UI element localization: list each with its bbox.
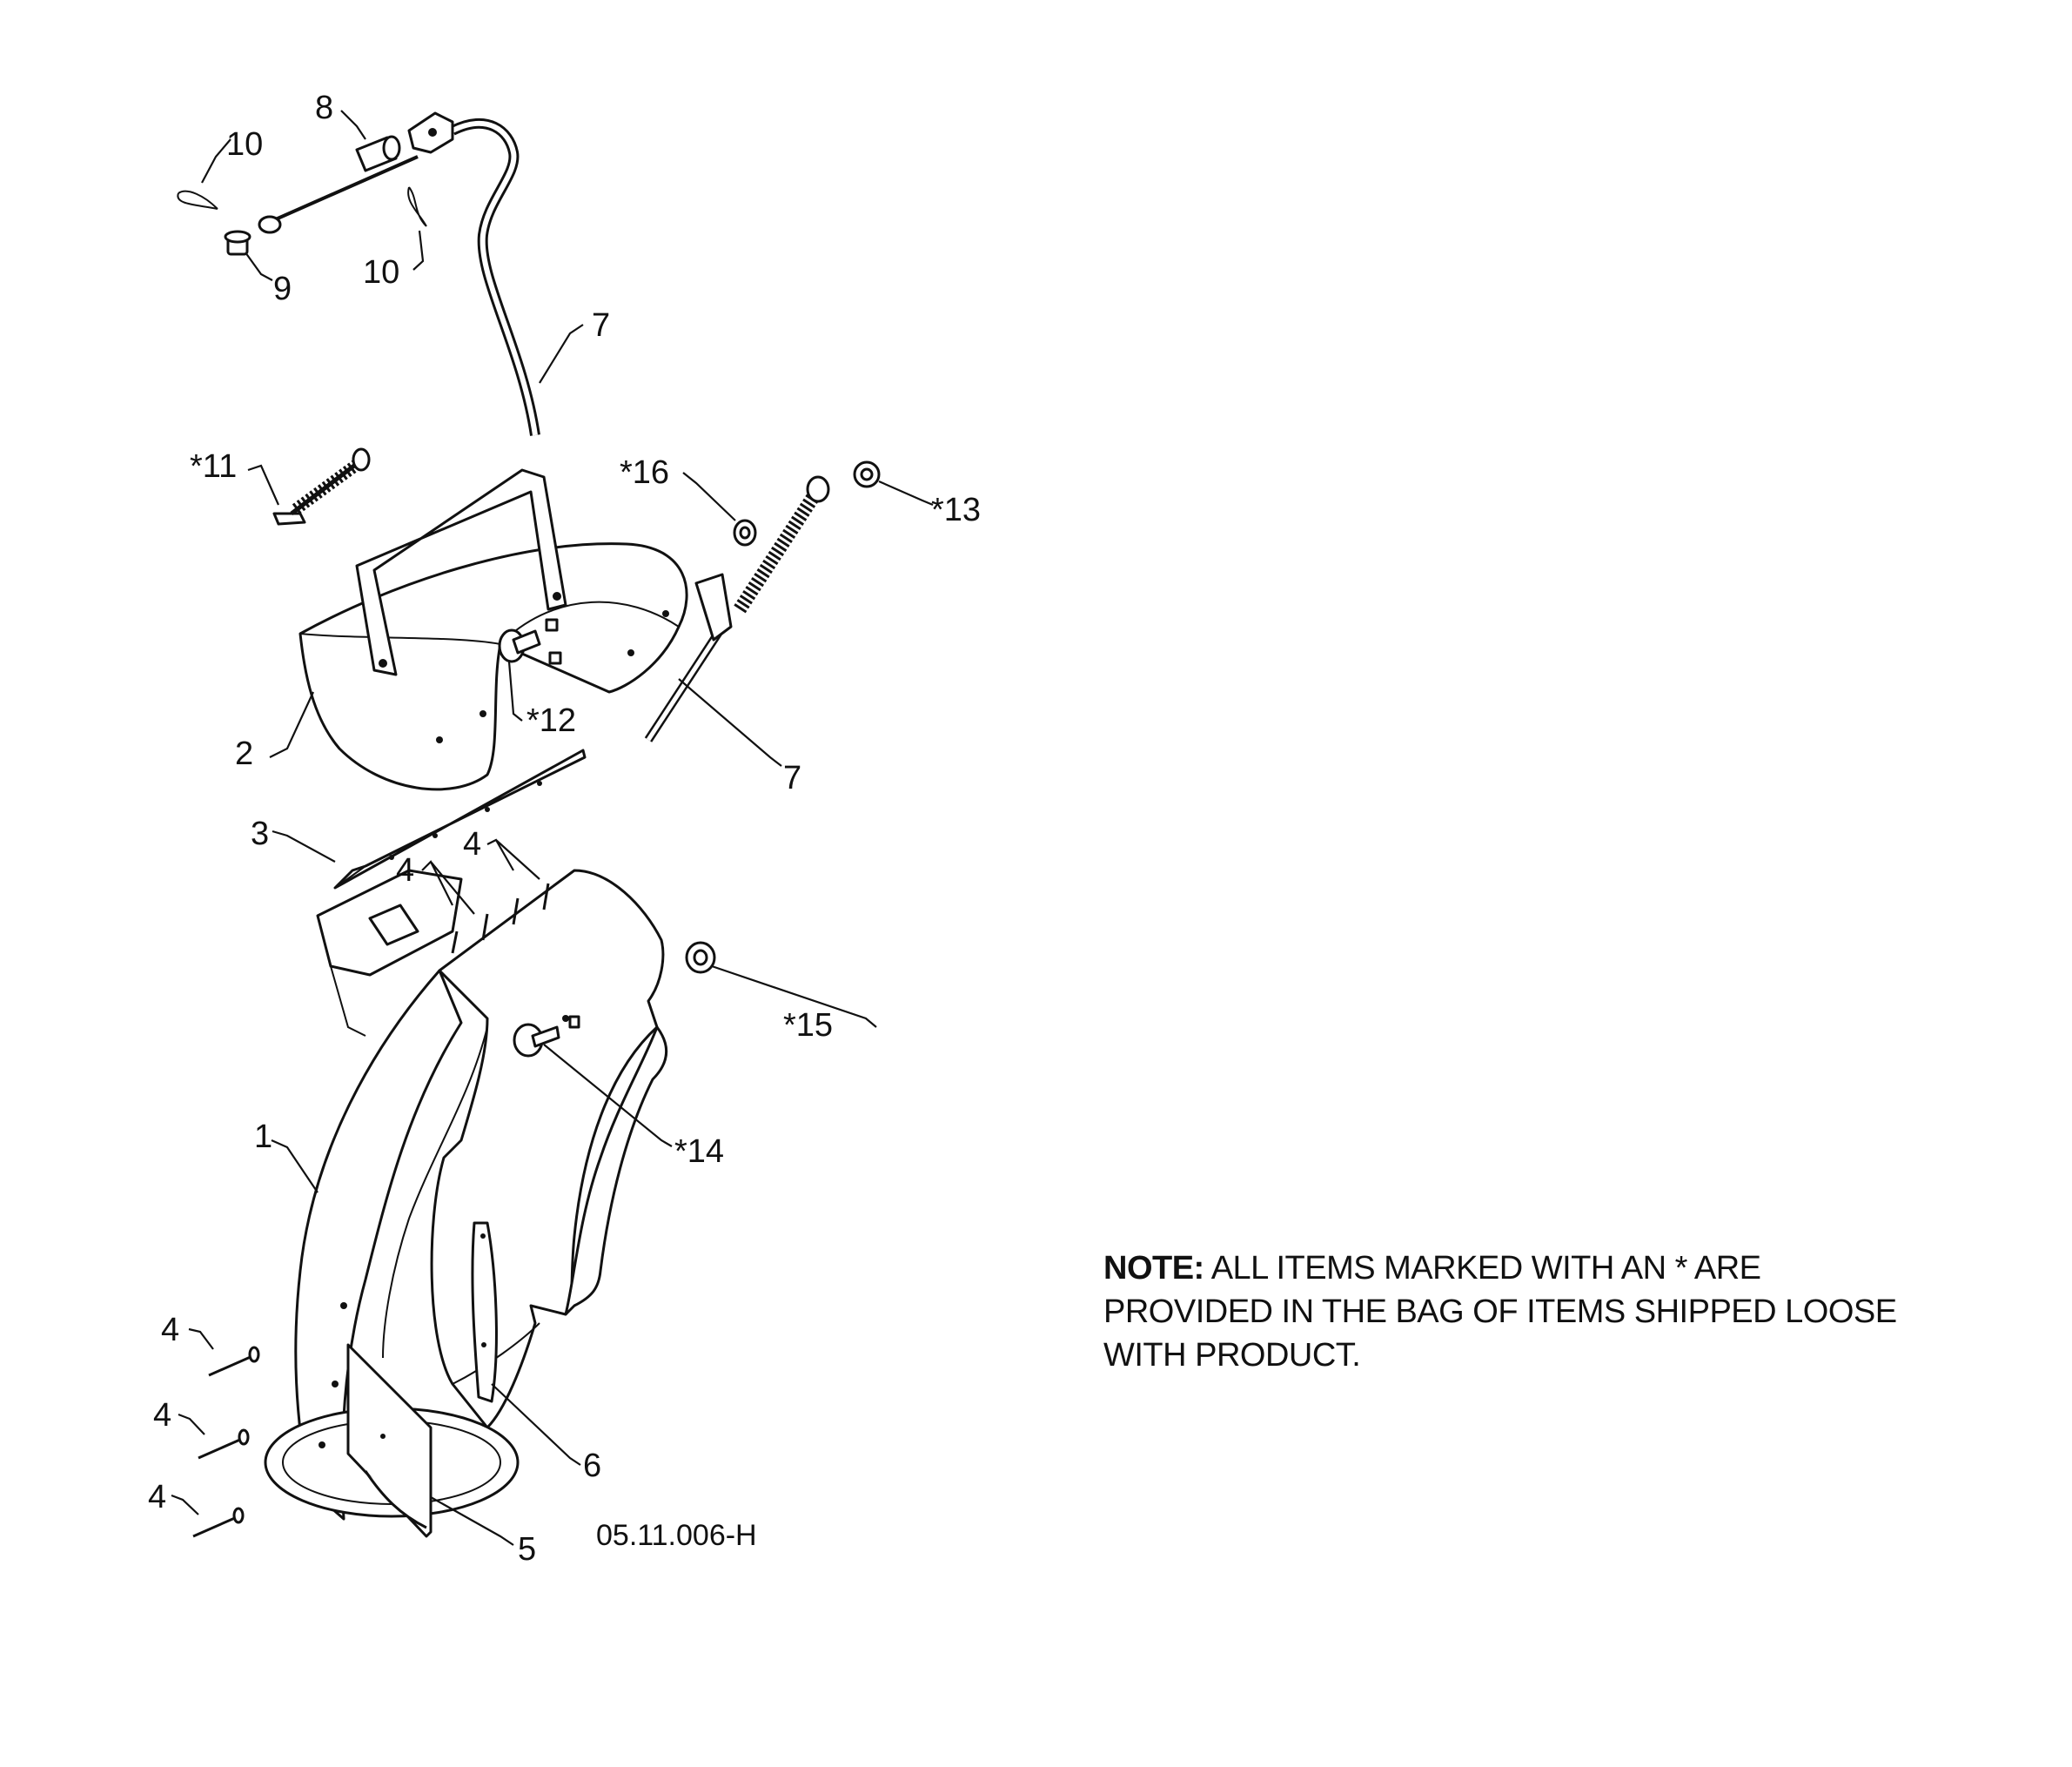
rod-end-eye: [258, 215, 282, 234]
callout-4-mid-left: 4: [396, 852, 414, 889]
note-text-1: ALL ITEMS MARKED WITH AN * ARE: [1210, 1250, 1761, 1287]
chute-body-1: [264, 869, 668, 1521]
bushing-9: [224, 230, 251, 256]
rivet-4-b: [198, 1428, 250, 1460]
rivet-4-c: [192, 1507, 245, 1538]
callout-12: *12: [526, 702, 576, 739]
callout-8: 8: [315, 90, 333, 126]
callout-4-low-b: 4: [153, 1397, 171, 1434]
plate-3: [333, 749, 587, 890]
nut-13: [853, 460, 881, 488]
hairpin-clip-right: [407, 186, 427, 227]
nut-15: [685, 941, 716, 974]
bracket-hole: [428, 128, 437, 137]
callout-3: 3: [251, 816, 269, 852]
hairpin-clip-left: [177, 190, 218, 210]
callout-labels: 8 10 9 10 7 *11 *16 *13 2 *12 7 3 4 4 *1…: [148, 90, 981, 1568]
callout-1: 1: [254, 1119, 272, 1155]
deflector-2: [298, 468, 688, 791]
callout-4-mid-right: 4: [463, 826, 481, 863]
callout-9: 9: [273, 271, 292, 307]
callout-4-low-c: 4: [148, 1479, 166, 1515]
callout-2: 2: [235, 736, 253, 772]
callout-6: 6: [583, 1448, 601, 1484]
leader-lines: [171, 110, 934, 1546]
plate-5: [346, 1343, 433, 1538]
callout-11: *11: [190, 448, 237, 485]
note-label: NOTE:: [1103, 1250, 1204, 1287]
spring-11: [272, 447, 371, 526]
callout-16: *16: [620, 454, 669, 491]
callout-14: *14: [674, 1133, 724, 1170]
pin-12: [512, 629, 541, 655]
callout-7-lower: 7: [783, 760, 801, 796]
note-block: NOTE: ALL ITEMS MARKED WITH AN * ARE PRO…: [1103, 1246, 1974, 1377]
washer-16: [733, 519, 757, 547]
callout-5: 5: [518, 1531, 536, 1568]
linkage-rod: [269, 155, 419, 224]
note-line-2: PROVIDED IN THE BAG OF ITEMS SHIPPED LOO…: [1103, 1293, 1897, 1330]
drawing-number: 05.11.006-H: [596, 1519, 757, 1552]
callout-4-low-a: 4: [161, 1312, 179, 1348]
strip-6: [471, 1221, 498, 1403]
callout-7-top: 7: [592, 307, 610, 344]
callout-15: *15: [783, 1007, 833, 1044]
cable-upper-inner: [451, 120, 538, 436]
note-line-3: WITH PRODUCT.: [1103, 1337, 1361, 1374]
note-line-1: NOTE: ALL ITEMS MARKED WITH AN * ARE: [1103, 1246, 1974, 1290]
callout-13: *13: [931, 492, 981, 528]
rivet-4-a: [208, 1346, 260, 1377]
callout-10-top: 10: [226, 126, 263, 163]
pin-8: [355, 135, 401, 172]
callout-10-lower: 10: [363, 254, 399, 291]
